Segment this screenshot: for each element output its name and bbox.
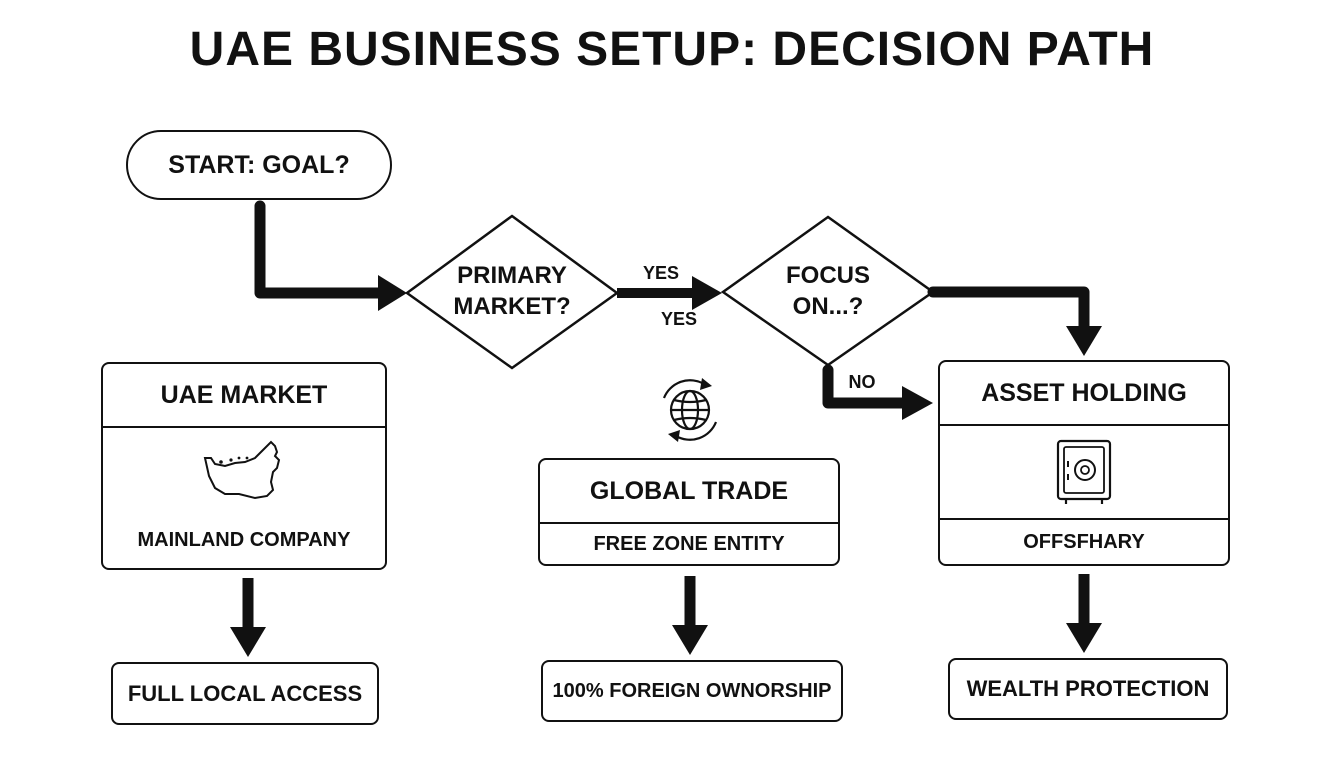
card-uae-market-result: MAINLAND COMPANY — [137, 528, 351, 551]
edge-label-no: NO — [849, 372, 876, 392]
globe-cycle-icon — [662, 378, 718, 442]
outcome-asset-holding: WEALTH PROTECTION — [948, 658, 1228, 720]
card-asset-holding-result: OFFSFHARY — [940, 518, 1228, 564]
arrowhead-focus-no — [902, 386, 933, 420]
connector-start-to-primary — [254, 200, 389, 299]
arrowhead-global-to-outcome — [672, 625, 708, 655]
decision-primary-line1: PRIMARY — [457, 262, 567, 289]
page-title: UAE BUSINESS SETUP: DECISION PATH — [189, 23, 1155, 76]
card-uae-market: UAE MARKET MAINLAND COMPANY — [101, 362, 387, 570]
decision-primary-market — [404, 214, 620, 370]
decision-primary-line2: MARKET? — [453, 293, 570, 320]
arrowhead-start-to-primary — [378, 275, 407, 311]
uae-map-icon — [203, 440, 281, 500]
edge-label-yes-bottom: YES — [661, 309, 697, 329]
decision-focus-line1: FOCUS — [786, 262, 870, 289]
start-node: START: GOAL? — [126, 130, 392, 200]
card-asset-holding-heading: ASSET HOLDING — [940, 362, 1228, 426]
card-global-trade-result: FREE ZONE ENTITY — [593, 532, 785, 555]
outcome-uae-market: FULL LOCAL ACCESS — [111, 662, 379, 725]
card-global-trade: GLOBAL TRADE FREE ZONE ENTITY — [538, 458, 840, 566]
card-global-trade-heading: GLOBAL TRADE — [540, 460, 838, 524]
decision-focus-line2: ON...? — [793, 293, 864, 320]
outcome-global-trade: 100% FOREIGN OWNORSHIP — [541, 660, 843, 722]
connector-focus-to-asset — [927, 286, 1090, 336]
card-asset-holding-body — [940, 426, 1228, 518]
edge-label-yes-top: YES — [643, 263, 679, 283]
card-uae-market-body — [103, 428, 385, 512]
card-uae-market-heading: UAE MARKET — [103, 364, 385, 428]
arrowhead-primary-to-focus — [692, 276, 722, 310]
card-asset-holding: ASSET HOLDING OFFSFHARY — [938, 360, 1230, 566]
arrowhead-uae-to-outcome — [230, 627, 266, 657]
connector-focus-no — [822, 364, 911, 409]
decision-focus-on — [720, 215, 936, 367]
arrowhead-asset-to-outcome — [1066, 623, 1102, 653]
safe-icon — [1056, 439, 1112, 504]
arrowhead-focus-to-asset — [1066, 326, 1102, 356]
